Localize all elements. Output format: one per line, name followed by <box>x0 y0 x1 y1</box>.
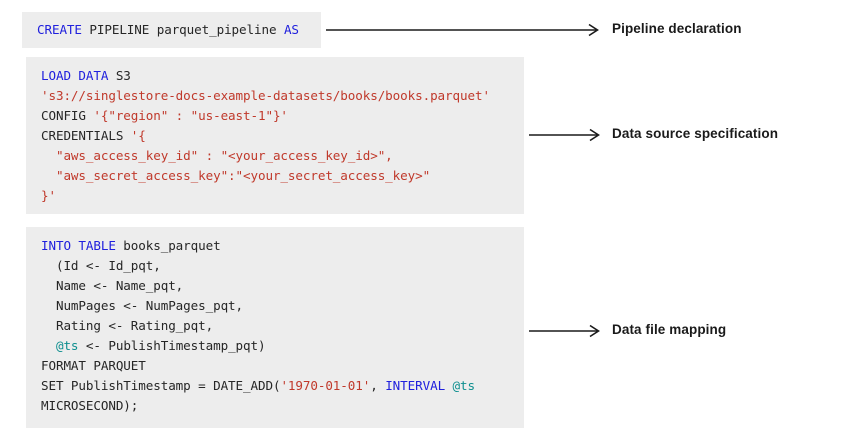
code-line: @ts <- PublishTimestamp_pqt) <box>41 336 510 356</box>
annotation-label-data-source-specification: Data source specification <box>612 126 779 141</box>
arrow-to-pipeline-declaration <box>326 23 604 37</box>
code-token: (Id <- Id_pqt, <box>41 258 161 273</box>
code-line: FORMAT PARQUET <box>41 356 510 376</box>
code-token: LOAD DATA <box>41 68 109 83</box>
code-line: "aws_access_key_id" : "<your_access_key_… <box>41 146 510 166</box>
code-token: S3 <box>108 68 131 83</box>
code-line: 's3://singlestore-docs-example-datasets/… <box>41 86 510 106</box>
code-line: Name <- Name_pqt, <box>41 276 510 296</box>
code-token: '{"region" : "us-east-1"}' <box>93 108 288 123</box>
code-token: INTERVAL <box>385 378 446 393</box>
code-line: Rating <- Rating_pqt, <box>41 316 510 336</box>
code-token: SET PublishTimestamp = DATE_ADD( <box>41 378 281 393</box>
code-token: FORMAT PARQUET <box>41 358 146 373</box>
code-token: "aws_access_key_id" : "<your_access_key_… <box>41 148 393 163</box>
code-token: CREDENTIALS <box>41 128 131 143</box>
code-token: books_parquet <box>115 238 221 253</box>
code-line: INTO TABLE books_parquet <box>41 236 510 256</box>
code-line: CONFIG '{"region" : "us-east-1"}' <box>41 106 510 126</box>
code-line: CREDENTIALS '{ <box>41 126 510 146</box>
code-line: (Id <- Id_pqt, <box>41 256 510 276</box>
annotation-label-pipeline-declaration: Pipeline declaration <box>612 21 742 36</box>
code-line: CREATE PIPELINE parquet_pipeline AS <box>37 20 307 40</box>
code-token: , <box>370 378 386 393</box>
code-line: LOAD DATA S3 <box>41 66 510 86</box>
code-token <box>41 338 56 353</box>
code-token: Rating <- Rating_pqt, <box>41 318 214 333</box>
code-line: MICROSECOND); <box>41 396 510 416</box>
code-token: MICROSECOND); <box>41 398 139 413</box>
code-block-data-file-mapping: INTO TABLE books_parquet (Id <- Id_pqt, … <box>26 227 524 428</box>
code-token: '1970-01-01' <box>280 378 371 393</box>
annotation-label-data-file-mapping: Data file mapping <box>612 322 727 337</box>
code-token: PIPELINE parquet_pipeline <box>81 22 284 37</box>
code-block-data-source-specification: LOAD DATA S3 's3://singlestore-docs-examp… <box>26 57 524 214</box>
code-token: @ts <box>55 338 79 353</box>
code-block-pipeline-declaration: CREATE PIPELINE parquet_pipeline AS <box>22 12 321 48</box>
code-token: AS <box>283 22 299 37</box>
code-token: INTO TABLE <box>41 238 116 253</box>
code-token: 's3://singlestore-docs-example-datasets/… <box>41 88 490 103</box>
code-token: Name <- Name_pqt, <box>41 278 184 293</box>
arrow-to-data-file-mapping <box>529 324 605 338</box>
code-token <box>445 378 452 393</box>
code-token: '{ <box>130 128 146 143</box>
code-token: "aws_secret_access_key":"<your_secret_ac… <box>41 168 431 183</box>
code-token: CONFIG <box>41 108 94 123</box>
code-token: CREATE <box>37 22 82 37</box>
code-token: <- PublishTimestamp_pqt) <box>78 338 266 353</box>
code-token: @ts <box>452 378 476 393</box>
code-token: }' <box>41 188 56 203</box>
code-line: }' <box>41 186 510 206</box>
code-line: NumPages <- NumPages_pqt, <box>41 296 510 316</box>
code-token: NumPages <- NumPages_pqt, <box>41 298 244 313</box>
code-line: "aws_secret_access_key":"<your_secret_ac… <box>41 166 510 186</box>
arrow-to-data-source-specification <box>529 128 605 142</box>
code-line: SET PublishTimestamp = DATE_ADD('1970-01… <box>41 376 510 396</box>
